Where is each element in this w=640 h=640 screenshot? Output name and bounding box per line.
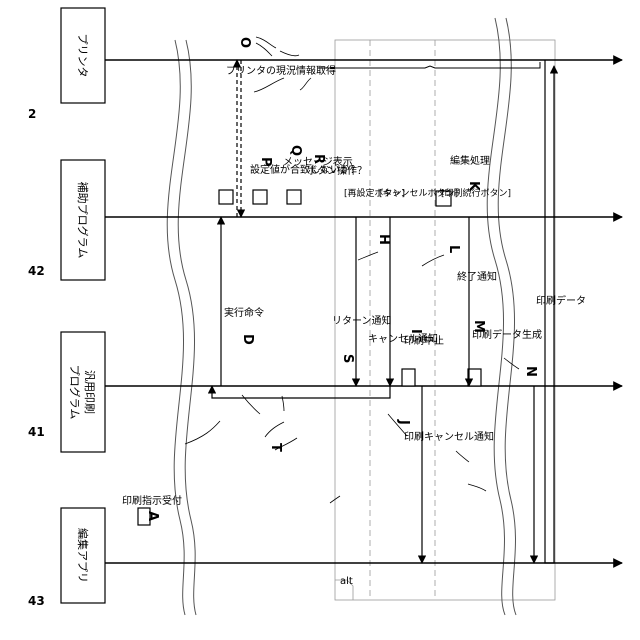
- activation-box: [219, 190, 233, 204]
- callout-leader: [256, 37, 276, 48]
- step-letter: A: [145, 511, 160, 521]
- participant-ref: 41: [28, 425, 45, 439]
- step-letter: R: [311, 154, 326, 164]
- step-label: プリンタの現況情報取得: [226, 64, 336, 77]
- step-label: 印刷中止: [404, 334, 444, 347]
- step-label: 編集処理: [450, 154, 490, 167]
- step-letter: S: [340, 354, 355, 363]
- break-curve: [498, 18, 516, 615]
- printer-bracket: [318, 62, 540, 68]
- step-letter: I: [408, 329, 423, 334]
- break-curve: [487, 18, 505, 615]
- activation-box: [287, 190, 301, 204]
- step-label: 印刷キャンセル通知: [404, 430, 494, 443]
- callout-leader: [300, 78, 311, 90]
- participant-name: 編集アプリ: [76, 528, 90, 583]
- step-label: 終了通知: [457, 270, 497, 283]
- step-letter: H: [376, 234, 391, 245]
- callout-leader: [422, 255, 444, 266]
- participant-name-line: プログラム: [68, 365, 82, 420]
- step-letter: Q: [288, 145, 303, 156]
- step-label: 印刷データ生成: [472, 328, 542, 341]
- step-label: リターン通知: [332, 314, 392, 327]
- participant-ref: 2: [28, 107, 36, 121]
- participant-name-line: 汎用印刷: [83, 370, 97, 414]
- step-letter: O: [237, 37, 252, 48]
- step-letter: D: [240, 334, 255, 345]
- participant-name: 補助プログラム: [76, 182, 90, 259]
- step-label: 印刷データ: [536, 294, 586, 307]
- message-arrow: [212, 386, 390, 398]
- step-letter: N: [523, 366, 538, 377]
- message-arrow: [545, 60, 554, 563]
- step-letter: L: [446, 245, 461, 253]
- callout-leader: [280, 51, 299, 56]
- participant-box: [61, 332, 105, 452]
- callout-leader: [265, 422, 284, 437]
- participant-ref: 43: [28, 594, 45, 608]
- break-curve: [167, 40, 185, 615]
- participant-name: プリンタ: [76, 34, 89, 78]
- callout-leader: [468, 484, 486, 491]
- break-curve: [178, 40, 196, 615]
- callout-leader: [254, 78, 284, 92]
- callout-leader: [358, 252, 378, 260]
- step-letter: J: [396, 419, 411, 425]
- step-letter: T: [268, 443, 283, 452]
- step-label: 印刷指示受付: [122, 494, 182, 507]
- callout-leader: [456, 451, 469, 462]
- activation-box: [253, 190, 267, 204]
- activation-box: [402, 369, 415, 386]
- callout-leader: [256, 43, 272, 56]
- step-label: ボタン操作？: [307, 164, 367, 177]
- step-label: 実行命令: [224, 306, 264, 319]
- alt-label: alt: [340, 576, 353, 587]
- alt-guard: [印刷続行ボタン]: [441, 187, 511, 199]
- callout-leader: [185, 421, 220, 444]
- activation-box: [468, 369, 481, 386]
- participant-ref: 42: [28, 264, 45, 278]
